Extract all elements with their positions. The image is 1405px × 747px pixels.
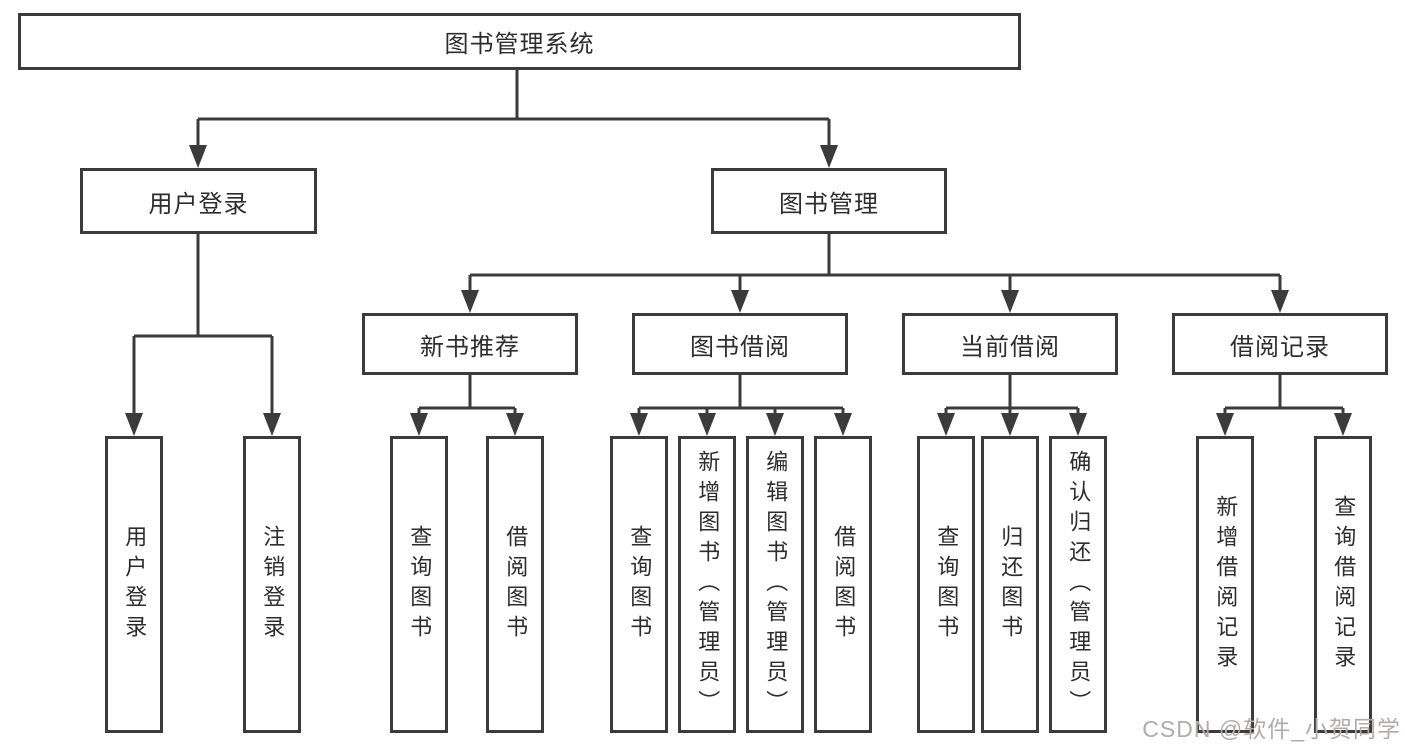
leaf-borrow-borrow-book: 借阅图书: [814, 436, 872, 733]
leaf-borrow-add-book-admin: 新增图书（管理员）: [678, 436, 736, 733]
leaf-current-confirm-return-admin-label: 确认归还（管理员）: [1066, 449, 1092, 720]
leaf-record-query-borrow-record-label: 查询借阅记录: [1331, 494, 1357, 675]
leaf-user-login: 用户登录: [105, 436, 163, 733]
leaf-borrow-query-book-label: 查询图书: [627, 524, 653, 645]
leaf-borrow-edit-book-admin-label: 编辑图书（管理员）: [763, 449, 789, 720]
leaf-current-query-book: 查询图书: [917, 436, 975, 733]
leaf-logout: 注销登录: [243, 436, 301, 733]
node-book-management: 图书管理: [711, 168, 947, 234]
leaf-current-query-book-label: 查询图书: [934, 524, 960, 645]
node-book-borrowing-label: 图书借阅: [690, 333, 790, 361]
leaf-record-add-borrow-record-label: 新增借阅记录: [1213, 494, 1239, 675]
leaf-current-return-book-label: 归还图书: [998, 524, 1024, 645]
node-new-book-recommend-label: 新书推荐: [420, 333, 520, 361]
node-user-login-label: 用户登录: [148, 190, 249, 218]
leaf-current-return-book: 归还图书: [981, 436, 1039, 733]
node-current-borrowing-label: 当前借阅: [960, 333, 1060, 361]
node-borrowing-records-label: 借阅记录: [1230, 333, 1330, 361]
leaf-newbook-borrow-book: 借阅图书: [486, 436, 544, 733]
node-book-borrowing: 图书借阅: [632, 313, 848, 375]
leaf-borrow-add-book-admin-label: 新增图书（管理员）: [695, 449, 721, 720]
leaf-current-confirm-return-admin: 确认归还（管理员）: [1049, 436, 1107, 733]
node-current-borrowing: 当前借阅: [902, 313, 1118, 375]
leaf-borrow-query-book: 查询图书: [610, 436, 668, 733]
leaf-user-login-label: 用户登录: [122, 524, 148, 645]
leaf-newbook-query-book: 查询图书: [390, 436, 448, 733]
node-user-login: 用户登录: [80, 168, 317, 234]
leaf-newbook-borrow-book-label: 借阅图书: [503, 524, 529, 645]
leaf-record-add-borrow-record: 新增借阅记录: [1196, 436, 1254, 733]
node-root-label: 图书管理系统: [444, 31, 595, 58]
node-borrowing-records: 借阅记录: [1172, 313, 1388, 375]
leaf-newbook-query-book-label: 查询图书: [407, 524, 433, 645]
leaf-record-query-borrow-record: 查询借阅记录: [1314, 436, 1372, 733]
node-new-book-recommend: 新书推荐: [362, 313, 578, 375]
node-root-system: 图书管理系统: [18, 13, 1021, 70]
leaf-borrow-edit-book-admin: 编辑图书（管理员）: [746, 436, 804, 733]
csdn-watermark: CSDN @软件_小贺同学: [1142, 716, 1401, 742]
leaf-logout-label: 注销登录: [260, 524, 286, 645]
node-book-management-label: 图书管理: [779, 190, 879, 218]
leaf-borrow-borrow-book-label: 借阅图书: [831, 524, 857, 645]
